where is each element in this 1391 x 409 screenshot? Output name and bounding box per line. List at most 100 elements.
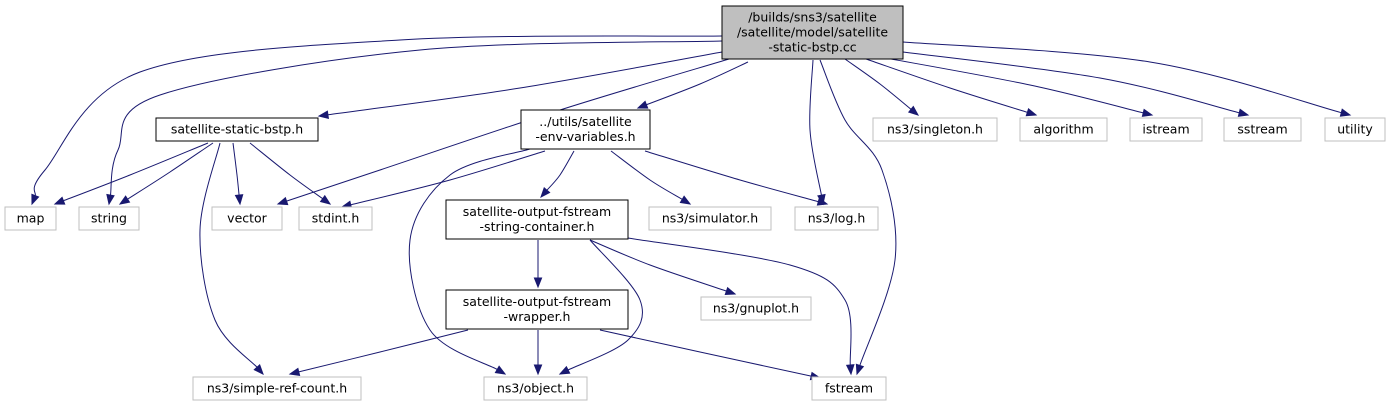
edge-line: [627, 237, 852, 366]
node-label-line: string: [91, 211, 127, 226]
node-box: [1019, 117, 1108, 142]
edge-line: [199, 142, 258, 368]
edge-line: [249, 142, 324, 200]
node-utility: utility: [1324, 117, 1386, 142]
edge-line: [646, 61, 749, 106]
node-label-line: fstream: [825, 381, 873, 396]
edge-line: [298, 329, 469, 373]
edge-arrowhead: [234, 194, 244, 206]
edge-arrowhead: [319, 194, 332, 205]
edge-line: [865, 58, 1028, 113]
edge-osc-to-gnuplot: [589, 239, 737, 296]
node-box: [721, 5, 904, 60]
node-box: [1129, 117, 1203, 142]
edge-line: [33, 35, 723, 196]
edge-env-to-simulator: [610, 150, 692, 205]
node-label-line: istream: [1142, 122, 1189, 137]
node-sstream: sstream: [1223, 117, 1302, 142]
edge-wrapper-to-object: [533, 330, 543, 376]
node-box: [211, 206, 283, 231]
edge-main-to-env: [636, 61, 749, 109]
node-box: [811, 376, 887, 401]
node-label-line: ns3/gnuplot.h: [713, 301, 799, 316]
edge-arrowhead: [1237, 108, 1250, 117]
node-box: [445, 199, 629, 240]
node-label-line: ns3/simple-ref-count.h: [207, 381, 347, 396]
edge-arrowhead: [816, 197, 829, 206]
edge-main-to-map: [31, 35, 723, 206]
edge-line: [644, 150, 819, 203]
edge-line: [232, 142, 240, 196]
node-string: string: [78, 206, 140, 231]
node-bstp_h[interactable]: satellite-static-bstp.h: [155, 117, 319, 142]
node-box: [1324, 117, 1386, 142]
edge-env-to-log: [644, 150, 829, 206]
edge-arrowhead: [53, 196, 66, 205]
edge-osc-to-fstream: [627, 237, 855, 376]
edge-main-to-sstream: [894, 50, 1250, 117]
node-gnuplot: ns3/gnuplot.h: [700, 296, 812, 321]
node-box: [520, 109, 651, 150]
edge-line: [408, 148, 531, 370]
edge-arrowhead: [31, 193, 40, 206]
node-box: [700, 296, 812, 321]
node-box: [298, 206, 373, 231]
edge-main-to-istream: [879, 56, 1154, 117]
node-label-line: -string-container.h: [480, 219, 595, 234]
node-label-line: sstream: [1237, 122, 1287, 137]
node-label-line: vector: [227, 211, 268, 226]
node-srefcount: ns3/simple-ref-count.h: [192, 376, 362, 401]
node-label-line: ../utils/satellite: [539, 114, 632, 129]
node-label-line: ns3/simulator.h: [662, 211, 758, 226]
edge-arrowhead: [1339, 108, 1352, 117]
edge-arrowhead: [907, 105, 920, 116]
edge-osc-to-wrapper: [533, 240, 543, 289]
edge-arrowhead: [118, 195, 131, 205]
edge-arrowhead: [533, 277, 543, 289]
node-algorithm: algorithm: [1019, 117, 1108, 142]
node-main[interactable]: /builds/sns3/satellite/satellite/model/s…: [721, 5, 904, 60]
nodes-layer: /builds/sns3/satellite/satellite/model/s…: [4, 5, 1386, 401]
node-label-line: -static-bstp.cc: [768, 40, 856, 55]
node-label-line: satellite-output-fstream: [463, 294, 611, 309]
node-osc[interactable]: satellite-output-fstream-string-containe…: [445, 199, 629, 240]
edge-arrowhead: [533, 364, 543, 376]
node-box: [483, 376, 588, 401]
edge-bstp_h-to-string: [118, 142, 214, 205]
edge-line: [327, 51, 723, 116]
edge-arrowhead: [1025, 108, 1038, 117]
edge-arrowhead: [253, 364, 264, 375]
node-box: [78, 206, 140, 231]
node-wrapper[interactable]: satellite-output-fstream-wrapper.h: [445, 289, 629, 330]
node-label-line: -env-variables.h: [535, 129, 635, 144]
node-label-line: satellite-output-fstream: [463, 204, 611, 219]
edge-line: [589, 239, 727, 292]
edge-line: [894, 50, 1240, 114]
edge-arrowhead: [636, 100, 649, 109]
edge-main-to-fstream: [819, 59, 897, 376]
node-istream: istream: [1129, 117, 1203, 142]
edge-line: [286, 58, 730, 202]
edge-bstp_h-to-vector: [232, 142, 244, 206]
edge-env-to-object: [408, 148, 531, 375]
node-fstream: fstream: [811, 376, 887, 401]
node-env[interactable]: ../utils/satellite-env-variables.h: [520, 109, 651, 150]
edge-line: [819, 59, 897, 366]
edge-line: [902, 41, 1342, 114]
edge-arrowhead: [845, 364, 855, 376]
edge-arrowhead: [317, 110, 329, 119]
edge-line: [350, 150, 546, 206]
edge-line: [879, 56, 1144, 114]
edge-arrowhead: [855, 363, 865, 376]
edge-line: [127, 142, 214, 200]
edge-main-to-string: [106, 40, 723, 206]
node-box: [648, 206, 772, 231]
edge-env-to-osc: [540, 150, 575, 199]
edge-line: [844, 58, 912, 110]
edge-bstp_h-to-srefcount: [199, 142, 264, 375]
node-stdint: stdint.h: [298, 206, 373, 231]
node-label-line: satellite-static-bstp.h: [171, 122, 303, 137]
edge-osc-to-object: [558, 239, 643, 375]
node-log: ns3/log.h: [794, 206, 879, 231]
